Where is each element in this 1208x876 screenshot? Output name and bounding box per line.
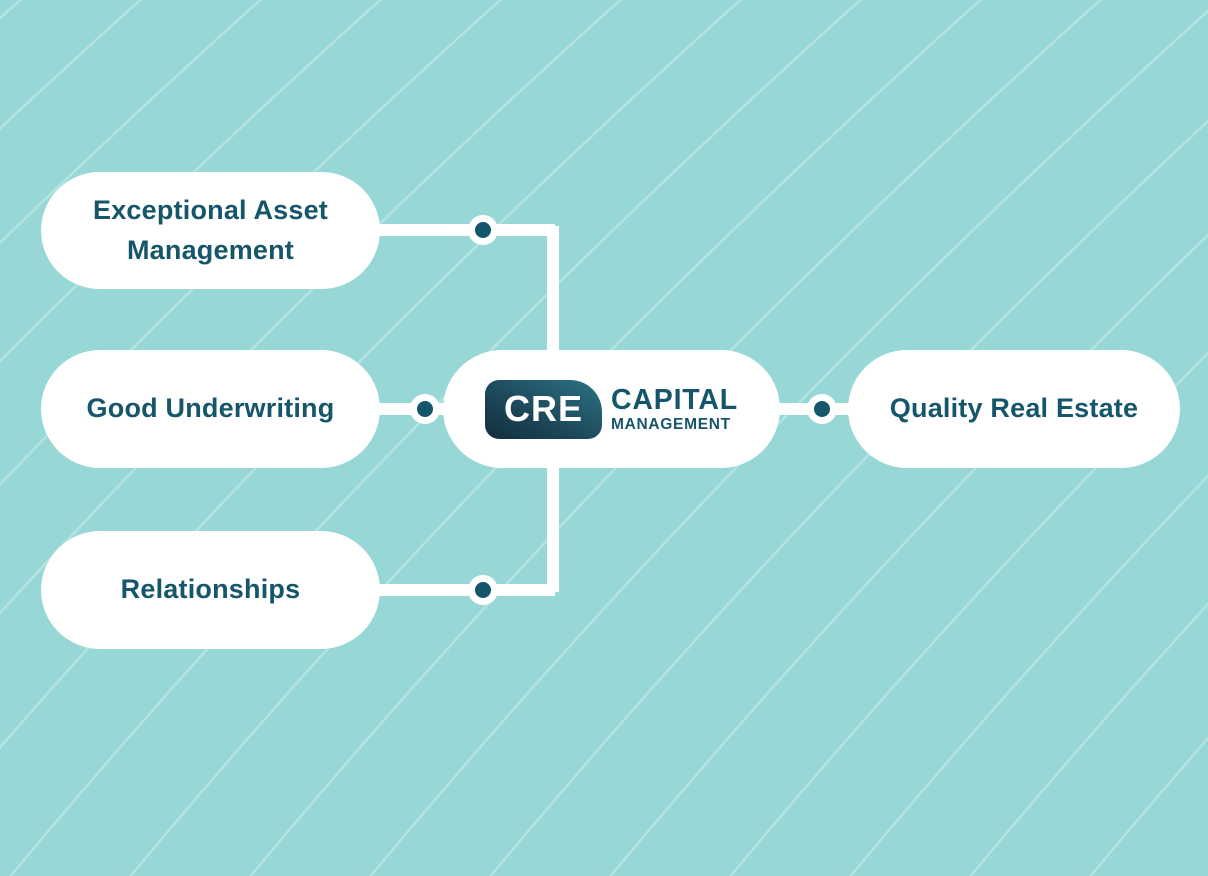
cre-logo-badge: CRE	[485, 379, 602, 439]
node-cre-capital-management: CRE CAPITAL MANAGEMENT	[443, 350, 780, 468]
junction-dot-bottom	[468, 575, 498, 605]
node-exceptional-asset-management: Exceptional Asset Management	[41, 172, 380, 289]
connector-top-vertical	[547, 226, 559, 356]
connector-bottom-vertical	[547, 462, 559, 592]
node-good-underwriting-label: Good Underwriting	[86, 393, 335, 424]
node-relationships: Relationships	[41, 531, 380, 649]
junction-dot-middle-left-inner	[417, 401, 433, 417]
junction-dot-top	[468, 215, 498, 245]
node-quality-real-estate-label: Quality Real Estate	[889, 393, 1139, 424]
junction-dot-top-inner	[475, 222, 491, 238]
node-relationships-label: Relationships	[120, 574, 301, 605]
node-good-underwriting: Good Underwriting	[41, 350, 380, 468]
junction-dot-bottom-inner	[475, 582, 491, 598]
connector-top-horizontal	[375, 224, 555, 236]
brand-wordmark: CAPITAL MANAGEMENT	[611, 386, 738, 432]
connector-bottom-horizontal	[375, 584, 555, 596]
junction-dot-middle-left	[410, 394, 440, 424]
node-exceptional-asset-management-label: Exceptional Asset Management	[93, 195, 328, 265]
junction-dot-middle-right	[807, 394, 837, 424]
cre-logo-text: CRE	[503, 388, 583, 429]
node-quality-real-estate: Quality Real Estate	[848, 350, 1180, 468]
junction-dot-middle-right-inner	[814, 401, 830, 417]
brand-line-capital: CAPITAL	[611, 384, 738, 416]
brand-line-management: MANAGEMENT	[611, 415, 731, 433]
